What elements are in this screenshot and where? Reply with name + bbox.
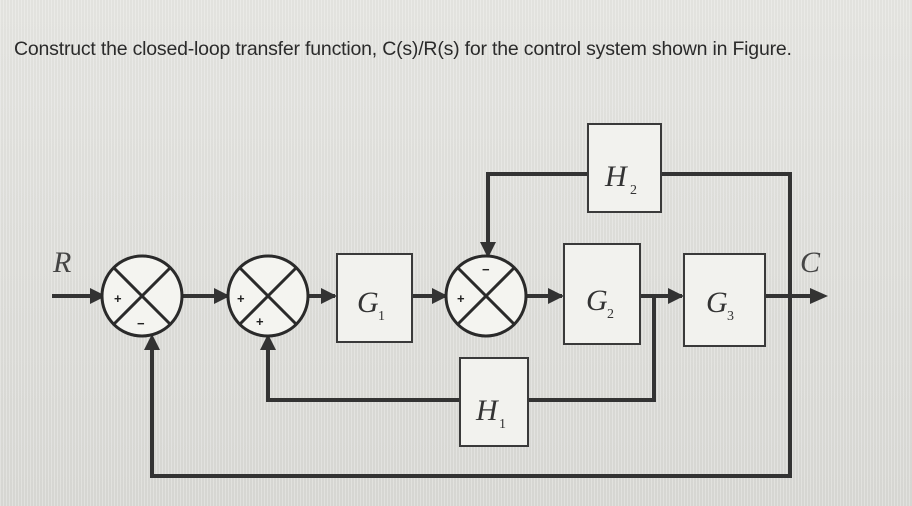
block-g1-symbol: G: [357, 286, 379, 319]
signal-input-label: R: [52, 246, 71, 279]
block-h1: H 1: [459, 357, 529, 447]
sum2-sign-left: +: [237, 291, 245, 306]
block-g1: G 1: [336, 253, 413, 343]
block-h2-subscript: 2: [630, 183, 637, 198]
arrow-unity-into-sum1: [144, 334, 160, 350]
block-g2: G 2: [563, 243, 641, 345]
summing-junction-2: + +: [226, 254, 310, 338]
block-h1-subscript: 1: [499, 417, 506, 432]
arrow-h1-into-sum2: [260, 334, 276, 350]
wire-h2-pickoff: [661, 172, 792, 296]
arrow-into-sum1: [90, 288, 106, 304]
signal-output-label: C: [800, 246, 821, 279]
question-text: Construct the closed-loop transfer funct…: [14, 38, 792, 60]
wire-h2-to-sum3: [486, 172, 588, 250]
arrow-h2-into-sum3: [480, 242, 496, 258]
wire-h1-pickoff: [528, 296, 656, 402]
block-g2-symbol: G: [586, 284, 608, 317]
arrow-output: [810, 288, 828, 304]
wire-h1-to-sum2: [266, 342, 460, 402]
sum1-sign-bottom: −: [137, 316, 145, 331]
wire-unity-feedback: [150, 296, 792, 478]
block-h2-symbol: H: [604, 160, 629, 193]
connection-wires: [52, 172, 822, 478]
arrow-into-sum2: [214, 288, 230, 304]
arrow-into-g2: [548, 288, 564, 304]
block-h1-symbol: H: [475, 394, 500, 427]
arrow-into-g3: [668, 288, 684, 304]
sum3-sign-top: −: [482, 262, 490, 277]
summing-junction-3: + −: [444, 254, 528, 338]
arrow-into-g1: [321, 288, 337, 304]
block-g1-subscript: 1: [378, 309, 385, 324]
sum1-sign-left: +: [114, 291, 122, 306]
summing-junction-1: + −: [100, 254, 184, 338]
sum2-sign-bottom: +: [256, 314, 264, 329]
block-g3: G 3: [683, 253, 766, 347]
arrowheads: [90, 242, 828, 350]
block-g2-subscript: 2: [607, 307, 614, 322]
sum3-sign-left: +: [457, 291, 465, 306]
block-h2: H 2: [587, 123, 662, 213]
arrow-into-sum3: [432, 288, 448, 304]
block-g3-symbol: G: [706, 286, 728, 319]
block-g3-subscript: 3: [727, 309, 734, 324]
